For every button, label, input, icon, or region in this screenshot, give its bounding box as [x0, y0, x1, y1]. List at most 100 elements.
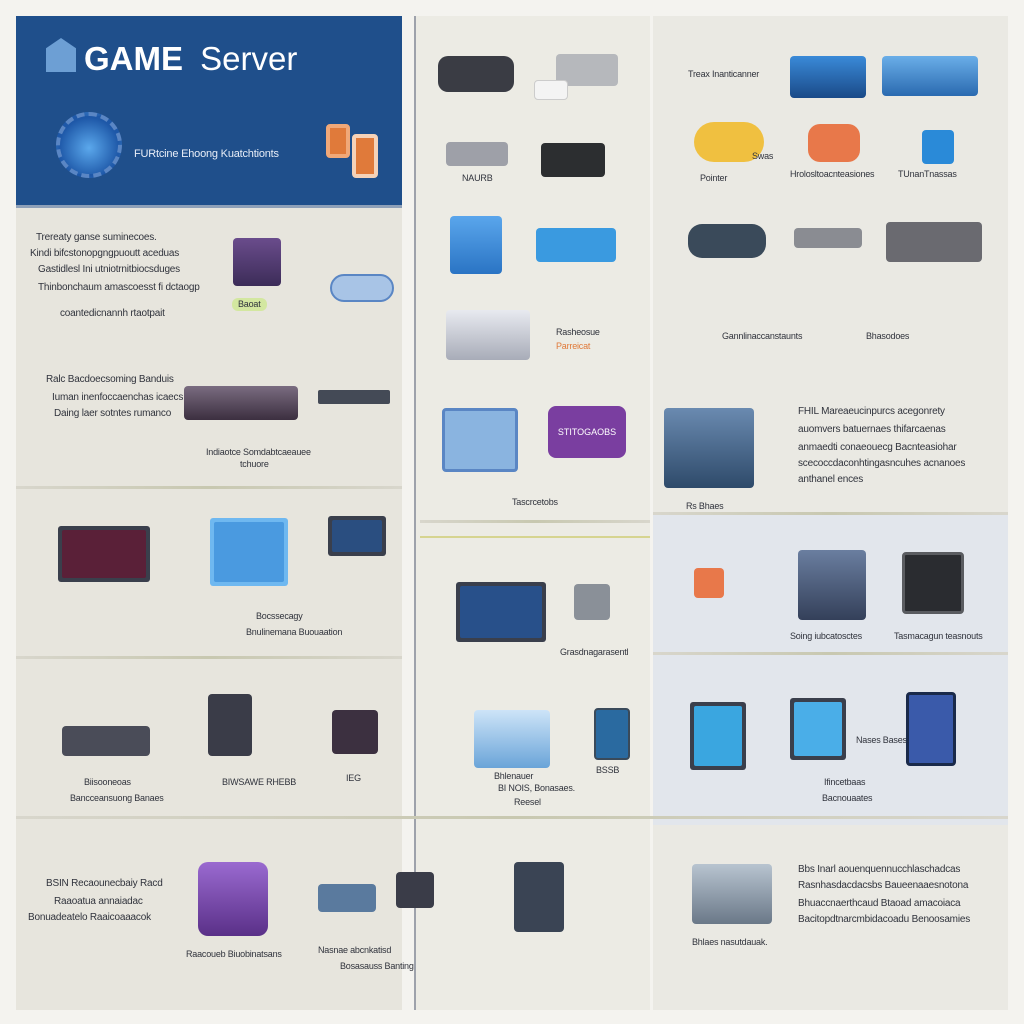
monitor-icon	[690, 702, 746, 770]
purple-console-icon	[198, 862, 268, 936]
section-divider	[420, 536, 650, 538]
divider	[414, 16, 416, 1010]
right-sec2-label: Soing iubcatosctes	[790, 631, 862, 641]
label-tunan: TUnanTnassas	[898, 169, 957, 179]
cards-icon-2	[352, 134, 378, 178]
left-block2-sub: tchuore	[240, 459, 269, 469]
server-logo-icon	[46, 38, 76, 72]
right-sec4-line: Bbs Inarl aouenquennucchlaschadcas	[798, 864, 961, 875]
console-black-icon	[541, 143, 605, 177]
projector-icon	[446, 310, 530, 360]
right-sec4-line: Rasnhasdacdacsbs Baueenaaesnotona	[798, 880, 969, 891]
left-block2-line: Iuman inenfoccaenchas icaecs	[52, 392, 184, 403]
header-banner: GAME Server FURtcine Ehoong Kuatchtionts	[16, 16, 402, 208]
right-sec4-label: Bhlaes nasutdauak.	[692, 937, 768, 947]
ac-unit-icon	[692, 864, 772, 924]
dongle-icon	[534, 80, 568, 100]
right-block-line: FHIL Mareaeucinpurcs acegonrety	[798, 406, 945, 417]
tablet-icon	[594, 708, 630, 760]
router-icon	[330, 274, 394, 302]
dvr-icon	[446, 142, 508, 166]
left-sec3-label: BIWSAWE RHEBB	[222, 777, 297, 787]
purple-box-label: STITOGAOBS	[557, 426, 617, 437]
left-sec3-label: Biisooneoas	[84, 777, 131, 787]
label-treax: Treax Inanticanner	[688, 69, 760, 79]
label-gann: Gannlinaccanstaunts	[722, 331, 803, 341]
right-block-line: scecoccdaconhtingasncuhes acnanoes	[798, 458, 966, 469]
blue-server-icon	[474, 710, 550, 768]
holo-screen-icon	[210, 518, 288, 586]
tv-icon	[902, 552, 964, 614]
adapter-icon	[396, 872, 434, 908]
purple-box: STITOGAOBS	[548, 406, 626, 458]
orange-device-icon	[808, 124, 860, 162]
monitor-icon	[456, 582, 546, 642]
label-gras: Grasdnagarasentl	[560, 647, 629, 657]
section-divider	[653, 512, 1008, 515]
console-dark-icon	[688, 224, 766, 258]
mid-sec3-label: Bhlenauer	[494, 771, 534, 781]
cards-icon	[326, 124, 350, 158]
left-sec2-label: Bnulinemana Buouaation	[246, 627, 343, 637]
network-box-icon	[318, 884, 376, 912]
section-divider	[16, 486, 402, 489]
left-sec4-line: Raaoatua annaiadac	[54, 896, 143, 907]
server-rack-blue-icon	[906, 692, 956, 766]
section-divider	[420, 520, 650, 523]
right-sec2-label: Tasmacagun teasnouts	[894, 631, 983, 641]
left-badge: Baoat	[232, 298, 267, 311]
monitor-icon	[58, 526, 150, 582]
left-sec4-label: Bosasauss Banting	[340, 961, 414, 971]
right-block-line: auomvers batuernaes thifarcaenas	[798, 424, 946, 435]
right-sec4-line: Bacitopdtnarcmbidacoadu Benoosamies	[798, 914, 970, 925]
label-swas: Swas	[752, 151, 774, 161]
laptop-icon	[328, 516, 386, 556]
right-sec3-label: Nases Bases	[856, 735, 907, 745]
right-block-line: anthanel ences	[798, 474, 864, 485]
left-block1-line: Trereaty ganse suminecoes.	[36, 232, 157, 243]
left-sec3-label: Bancceansuong Banaes	[70, 793, 164, 803]
page-title: GAME Server	[84, 40, 298, 77]
console-gray-icon	[886, 222, 982, 262]
left-sec4-label: Raacoueb Biuobinatsans	[186, 949, 282, 959]
left-sec4-line: BSIN Recaounecbaiy Racd	[46, 878, 163, 889]
server-stack-icon	[664, 408, 754, 488]
purple-server-icon	[233, 238, 281, 286]
yellow-device-icon	[694, 122, 764, 162]
monitor-icon	[790, 698, 846, 760]
blue-tile-icon	[922, 130, 954, 164]
blue-router-icon	[536, 228, 616, 262]
mid-sec3-label: BSSB	[596, 765, 620, 775]
left-block2-label: Indiaotce Somdabtcaeauee	[206, 447, 311, 457]
globe-icon	[56, 112, 122, 178]
mid-sec3-label: BI NOIS, Bonasaes.	[498, 783, 575, 793]
right-sec3-label: Ifincetbaas	[824, 777, 866, 787]
scanner-icon	[574, 584, 610, 620]
left-block1-line: Gastidlesl Ini utniotrnitbiocsduges	[38, 264, 180, 275]
dvr-icon	[794, 228, 862, 248]
server-rack-icon	[62, 726, 150, 756]
right-sec4-line: Bhuaccnaerthcaud Btaoad amacoiaca	[798, 898, 961, 909]
orange-device-icon	[694, 568, 724, 598]
left-sec2-label: Bocssecagy	[256, 611, 303, 621]
left-sec4-line: Bonuadeatelo Raaicoaaacok	[28, 912, 151, 923]
right-sec3-label: Bacnouaates	[822, 793, 873, 803]
label-tasc: Tascrcetobs	[512, 497, 558, 507]
label-naurb: NAURB	[462, 173, 493, 183]
left-block1-line: Kindi bifcstonopgngpuoutt aceduas	[30, 248, 180, 259]
switch-icon	[318, 390, 390, 404]
console-icon	[184, 386, 298, 420]
section-divider	[16, 816, 1008, 819]
console-icon	[438, 56, 514, 92]
left-block2-line: Daing laer sotntes rumanco	[54, 408, 172, 419]
section-divider	[16, 656, 402, 659]
right-block-line: anmaedti conaeouecg Bacnteasiohar	[798, 442, 957, 453]
middle-panel	[416, 16, 650, 1010]
left-sec4-label: Nasnae abcnkatisd	[318, 945, 392, 955]
blue-panel-icon	[442, 408, 518, 472]
tower-icon	[514, 862, 564, 932]
blue-cube-icon	[450, 216, 502, 274]
mid-sec3-label: Reesel	[514, 797, 541, 807]
label-parr: Parreicat	[556, 341, 591, 351]
left-sec3-label: IEG	[346, 773, 361, 783]
